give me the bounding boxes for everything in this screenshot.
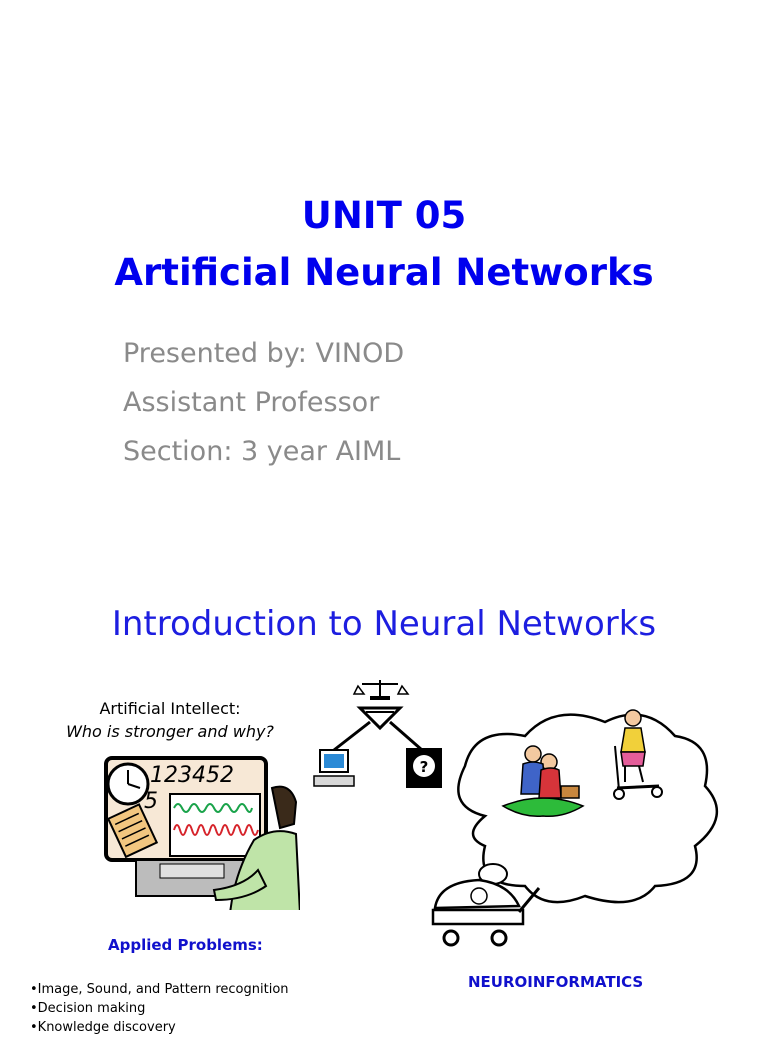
screen [169,793,261,857]
comparison-diagram: ? [313,680,442,788]
thought-cloud-illustration [431,709,719,947]
problems-list: Image, Sound, and Pattern recognition De… [30,980,289,1037]
computer-user-illustration: 123452 5 [104,756,300,910]
thought-cloud [457,713,719,904]
person-head [270,785,298,830]
scales-icon [352,680,410,700]
wave-red [173,824,259,836]
presenter-text: Presented by: VINOD [123,338,405,369]
section-text: Section: 3 year AIML [123,436,401,467]
question-mark: ? [420,758,429,776]
child-on-scooter-icon [613,709,663,800]
head-question-icon: ? [406,748,442,788]
numbers-text-2: 5 [144,789,158,814]
problem-item: Knowledge discovery [30,1018,289,1037]
unit-title: UNIT 05 [301,194,467,237]
problem-item: Image, Sound, and Pattern recognition [30,980,289,999]
wave-green [173,803,253,813]
desktop-computer-icon [313,749,355,787]
ai-caption-line1: Artificial Intellect: [99,699,241,718]
numbers-text: 123452 [150,763,234,788]
picnic-couple-icon [501,745,585,818]
ai-caption-question: Who is stronger and why? [66,722,274,741]
designation-text: Assistant Professor [123,387,380,418]
person-arm [212,868,268,902]
problem-item: Decision making [30,999,289,1018]
baby-pram-icon [431,878,541,947]
intro-title: Introduction to Neural Networks [111,604,657,644]
course-title: Artificial Neural Networks [114,251,654,294]
ai-caption: Artificial Intellect: Who is stronger an… [40,697,300,743]
applied-problems-heading: Applied Problems: [108,936,263,954]
document-icon [106,803,159,859]
neuroinformatics-heading: NEUROINFORMATICS [468,973,644,991]
